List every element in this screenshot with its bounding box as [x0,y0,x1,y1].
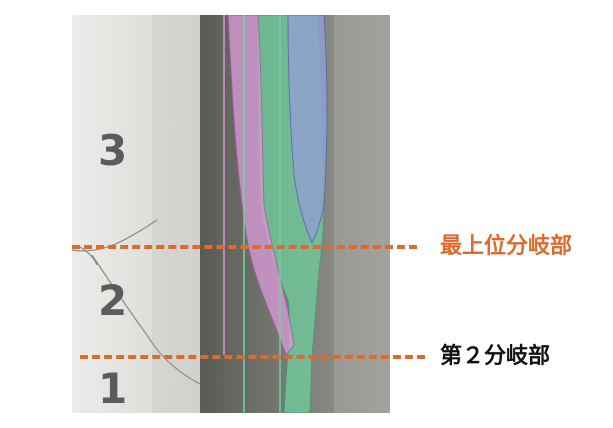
second-branch-label: 第２分岐部 [440,344,551,369]
top-branch-line [72,245,417,249]
blue-overlay [287,15,328,245]
stone-texture [334,15,390,413]
segmented-photo [72,15,390,413]
zone-label-1: 1 [98,364,128,413]
zone-label-2: 2 [98,276,128,325]
top-branch-label: 最上位分岐部 [440,234,573,259]
zone-label-3: 3 [98,126,128,175]
second-branch-line [80,355,425,359]
conduit-shadow [152,15,200,413]
